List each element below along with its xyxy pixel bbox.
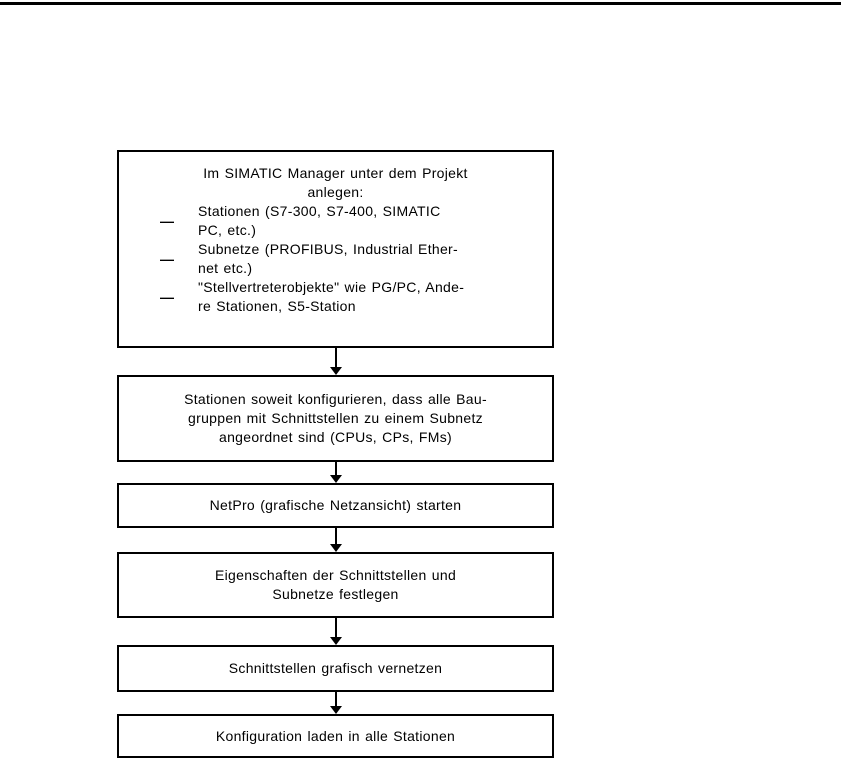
bullet-list: — Stationen (S7-300, S7-400, SIMATIC PC,… (119, 202, 552, 316)
flow-box-create-project-objects: Im SIMATIC Manager unter dem Projekt anl… (117, 150, 554, 348)
arrow-head-icon (329, 544, 342, 552)
list-item-text: Subnetze (PROFIBUS, Industrial Ether- ne… (198, 241, 458, 276)
flow-arrow-down (117, 528, 554, 552)
flow-arrow-down (117, 618, 554, 645)
list-item-subnetze: — Subnetze (PROFIBUS, Industrial Ether- … (160, 240, 544, 278)
flowchart: Im SIMATIC Manager unter dem Projekt anl… (117, 150, 554, 758)
dash-bullet-icon: — (160, 288, 175, 305)
box1-heading: Im SIMATIC Manager unter dem Projekt anl… (203, 165, 468, 200)
list-item-stationen: — Stationen (S7-300, S7-400, SIMATIC PC,… (160, 202, 544, 240)
arrow-head-icon (329, 706, 342, 714)
arrow-head-icon (329, 637, 342, 645)
arrow-stem (334, 462, 337, 475)
list-item-stellvertreterobjekte: — "Stellvertreterobjekte" wie PG/PC, And… (160, 278, 544, 316)
box6-text: Konfiguration laden in alle Stationen (215, 727, 456, 744)
top-rule (0, 2, 841, 5)
arrow-head-icon (329, 475, 342, 483)
flow-arrow-down (117, 462, 554, 483)
arrow-stem (334, 528, 337, 544)
arrow-stem (334, 348, 337, 367)
box2-text: Stationen soweit konfigurieren, dass all… (184, 391, 487, 445)
dash-bullet-icon: — (160, 250, 175, 267)
flow-box-set-properties: Eigenschaften der Schnittstellen und Sub… (117, 552, 554, 618)
flow-box-download-configuration: Konfiguration laden in alle Stationen (117, 714, 554, 758)
flow-arrow-down (117, 692, 554, 714)
arrow-head-icon (329, 367, 342, 375)
list-item-text: "Stellvertreterobjekte" wie PG/PC, Ande-… (198, 279, 465, 314)
list-item-text: Stationen (S7-300, S7-400, SIMATIC PC, e… (198, 203, 441, 238)
arrow-stem (334, 692, 337, 706)
box3-text: NetPro (grafische Netzansicht) starten (209, 497, 462, 513)
flow-box-network-interfaces: Schnittstellen grafisch vernetzen (117, 645, 554, 692)
dash-bullet-icon: — (160, 212, 175, 229)
arrow-stem (334, 618, 337, 637)
flow-box-start-netpro: NetPro (grafische Netzansicht) starten (117, 483, 554, 528)
box4-text: Eigenschaften der Schnittstellen und Sub… (214, 567, 457, 602)
flow-arrow-down (117, 348, 554, 375)
flow-box-configure-stations: Stationen soweit konfigurieren, dass all… (117, 375, 554, 462)
box5-text: Schnittstellen grafisch vernetzen (228, 660, 443, 676)
